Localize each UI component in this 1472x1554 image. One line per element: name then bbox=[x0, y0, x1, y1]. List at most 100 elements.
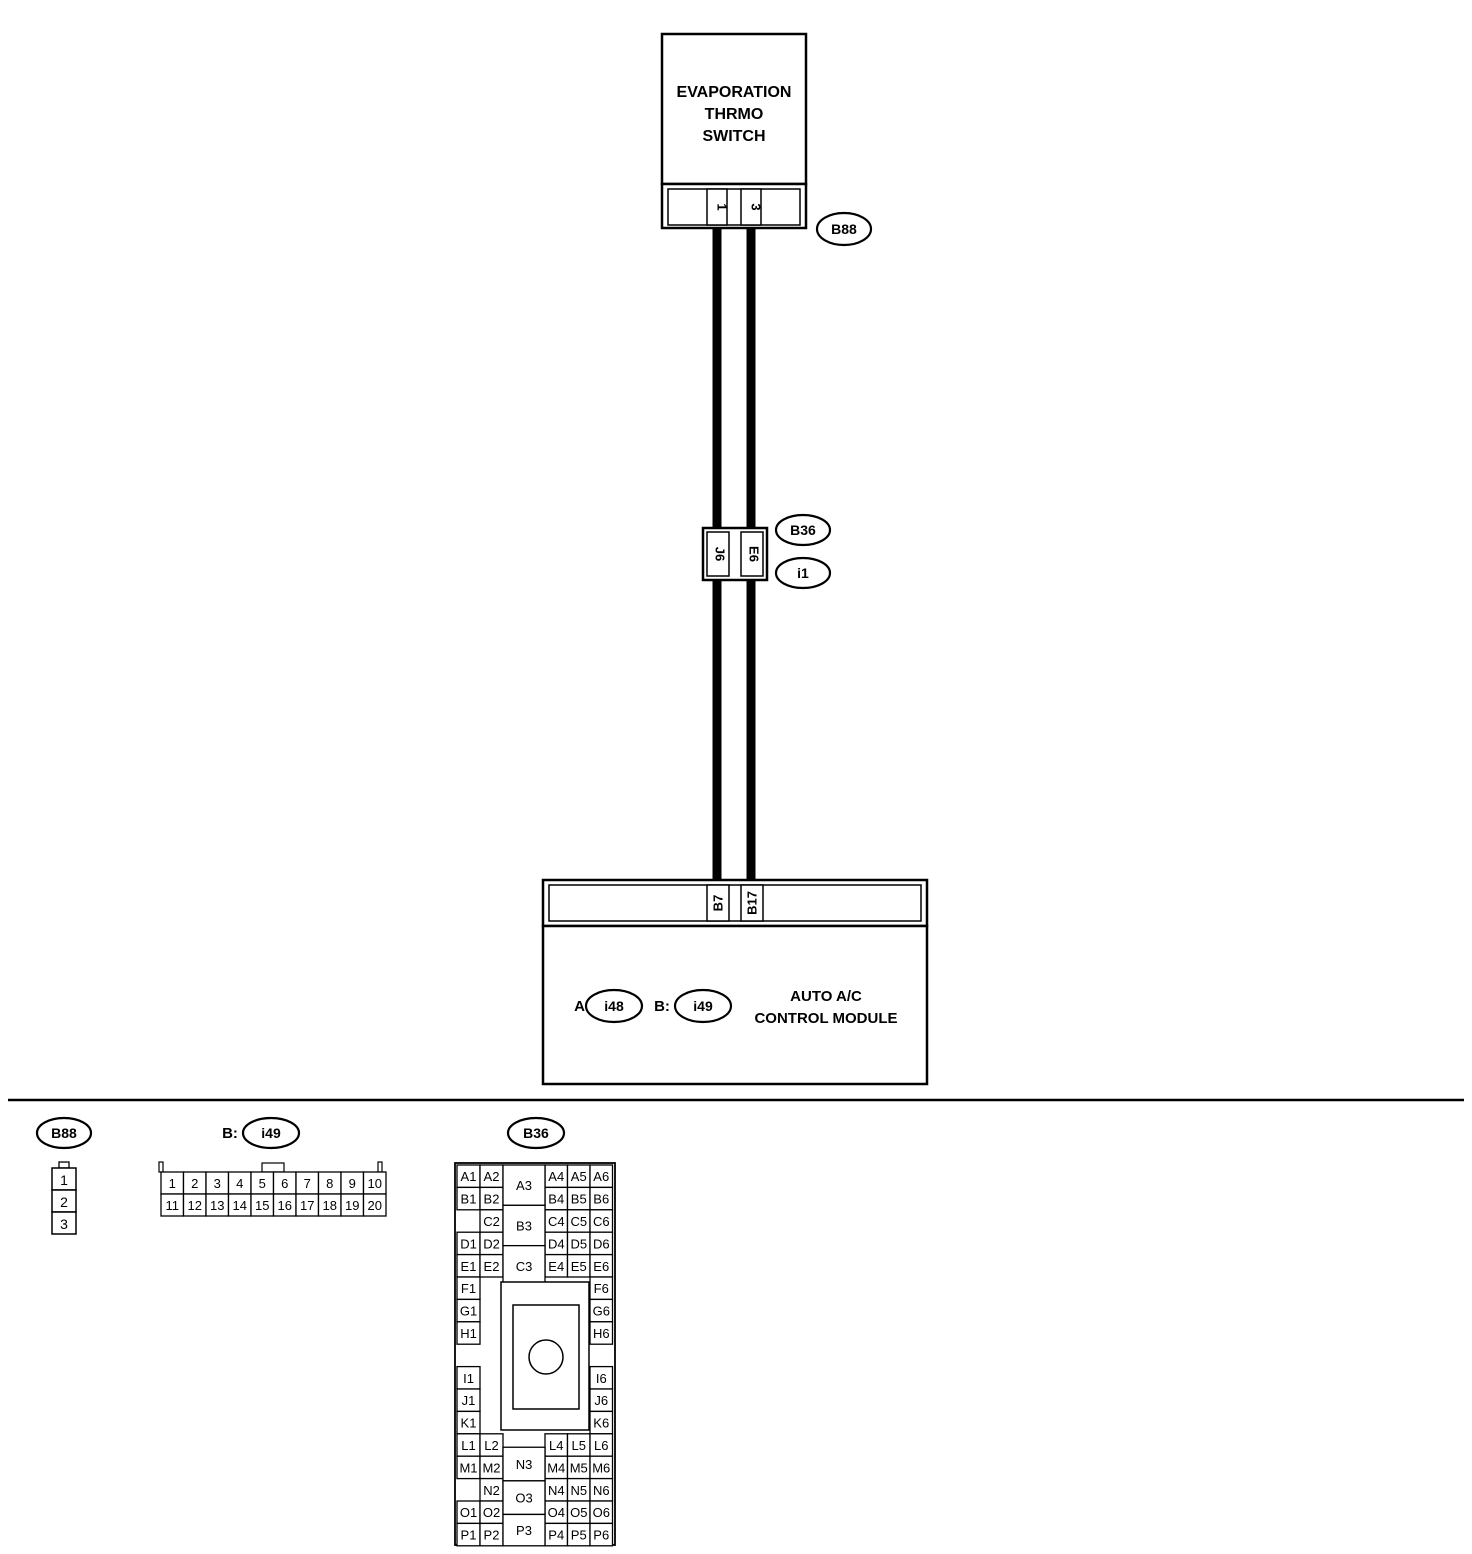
svg-text:A5: A5 bbox=[571, 1169, 587, 1184]
switch-title-line-1: EVAPORATION bbox=[677, 84, 792, 101]
svg-text:G1: G1 bbox=[460, 1304, 477, 1319]
module-connector-b-prefix: B: bbox=[654, 998, 670, 1015]
svg-text:E6: E6 bbox=[593, 1259, 609, 1274]
b36-pin-b4: B4 bbox=[544, 1186, 569, 1211]
svg-text:19: 19 bbox=[345, 1198, 359, 1213]
svg-text:20: 20 bbox=[368, 1198, 382, 1213]
i49-pin-10: 10 bbox=[362, 1171, 387, 1195]
svg-text:B:: B: bbox=[222, 1125, 238, 1142]
svg-text:A2: A2 bbox=[484, 1169, 500, 1184]
b36-pin-b5: B5 bbox=[566, 1186, 591, 1211]
b36-pin-n3: N3 bbox=[502, 1446, 546, 1482]
svg-text:D6: D6 bbox=[593, 1236, 610, 1251]
svg-text:1: 1 bbox=[60, 1172, 68, 1188]
svg-text:C5: C5 bbox=[570, 1214, 587, 1229]
svg-text:C6: C6 bbox=[593, 1214, 610, 1229]
i49-pin-19: 19 bbox=[340, 1193, 365, 1217]
i49-pin-12: 12 bbox=[182, 1193, 207, 1217]
b36-pin-p3: P3 bbox=[502, 1513, 546, 1547]
svg-text:L6: L6 bbox=[594, 1438, 608, 1453]
svg-text:11: 11 bbox=[166, 1198, 180, 1213]
svg-text:10: 10 bbox=[368, 1176, 382, 1191]
b36-pin-d5: D5 bbox=[566, 1231, 591, 1256]
b36-pin-a3: A3 bbox=[502, 1164, 546, 1206]
joint-pin-e6: E6 bbox=[747, 546, 762, 562]
b36-pin-l2: L2 bbox=[479, 1433, 504, 1457]
b36-pin-h1: H1 bbox=[456, 1321, 481, 1345]
svg-text:G6: G6 bbox=[593, 1304, 610, 1319]
b36-pin-a2: A2 bbox=[479, 1164, 504, 1189]
svg-text:9: 9 bbox=[349, 1176, 356, 1191]
module-title-line-1: AUTO A/C bbox=[790, 988, 862, 1005]
b36-pin-a1: A1 bbox=[456, 1164, 481, 1189]
b36-pin-p4: P4 bbox=[544, 1522, 569, 1547]
i49-pin-1: 1 bbox=[160, 1171, 185, 1195]
b36-pin-n4: N4 bbox=[544, 1477, 569, 1502]
b36-pin-e4: E4 bbox=[544, 1253, 569, 1278]
svg-text:O6: O6 bbox=[593, 1505, 610, 1520]
module-connector-b-badge bbox=[673, 988, 733, 1024]
svg-text:5: 5 bbox=[259, 1176, 266, 1191]
svg-text:B36: B36 bbox=[523, 1125, 549, 1141]
module-pin-b7: B7 bbox=[710, 895, 725, 912]
b36-pin-f1: F1 bbox=[456, 1276, 481, 1301]
svg-text:6: 6 bbox=[281, 1176, 288, 1191]
svg-text:12: 12 bbox=[188, 1198, 202, 1213]
svg-text:B3: B3 bbox=[516, 1218, 532, 1233]
svg-text:O5: O5 bbox=[570, 1505, 587, 1520]
svg-text:M1: M1 bbox=[459, 1460, 477, 1475]
svg-text:B4: B4 bbox=[548, 1192, 564, 1207]
i49-pin-4: 4 bbox=[227, 1171, 252, 1195]
b36-pin-e2: E2 bbox=[479, 1253, 504, 1278]
b36-pin-g1: G1 bbox=[456, 1298, 481, 1323]
b36-pin-b3: B3 bbox=[502, 1204, 546, 1247]
connector-view-b88: B88 1 2 3 bbox=[35, 1116, 93, 1235]
svg-text:P6: P6 bbox=[593, 1528, 609, 1543]
svg-text:F1: F1 bbox=[461, 1281, 476, 1296]
b36-pin-p1: P1 bbox=[456, 1522, 481, 1547]
switch-title-line-3: SWITCH bbox=[702, 128, 765, 145]
b36-pin-e5: E5 bbox=[566, 1253, 591, 1278]
b36-pin-o4: O4 bbox=[544, 1500, 569, 1525]
svg-text:15: 15 bbox=[255, 1198, 269, 1213]
b36-pin-a5: A5 bbox=[566, 1164, 591, 1189]
svg-text:F6: F6 bbox=[594, 1281, 609, 1296]
b36-pin-i6: I6 bbox=[589, 1365, 614, 1390]
b36-pin-j1: J1 bbox=[456, 1388, 481, 1413]
svg-text:J1: J1 bbox=[462, 1393, 476, 1408]
b36-pin-j6: J6 bbox=[589, 1388, 614, 1413]
module-connector-b-id: i49 bbox=[693, 998, 713, 1014]
b36-pin-e6: E6 bbox=[589, 1253, 614, 1278]
svg-text:E1: E1 bbox=[461, 1259, 477, 1274]
wire-harness bbox=[712, 228, 756, 880]
svg-text:H1: H1 bbox=[460, 1326, 477, 1341]
evaporation-thermo-switch: EVAPORATION THRMO SWITCH 1 3 bbox=[660, 32, 808, 230]
svg-text:N5: N5 bbox=[570, 1483, 587, 1498]
b36-pin-m2: M2 bbox=[479, 1455, 504, 1480]
svg-text:M5: M5 bbox=[570, 1460, 588, 1475]
b36-pin-c4: C4 bbox=[544, 1209, 569, 1233]
joint-pin-j6: J6 bbox=[713, 547, 728, 561]
svg-text:D1: D1 bbox=[460, 1236, 477, 1251]
i49-pin-16: 16 bbox=[272, 1193, 297, 1217]
i49-pin-14: 14 bbox=[227, 1193, 252, 1217]
i49-pin-7: 7 bbox=[295, 1171, 320, 1195]
i49-pin-6: 6 bbox=[272, 1171, 297, 1195]
svg-text:P3: P3 bbox=[516, 1523, 532, 1538]
svg-text:i49: i49 bbox=[261, 1125, 281, 1141]
b36-pin-p2: P2 bbox=[479, 1522, 504, 1547]
svg-text:O2: O2 bbox=[483, 1505, 500, 1520]
svg-text:B88: B88 bbox=[51, 1125, 77, 1141]
b36-pin-o6: O6 bbox=[589, 1500, 614, 1525]
b36-pin-l4: L4 bbox=[544, 1433, 569, 1457]
svg-text:B5: B5 bbox=[571, 1192, 587, 1207]
b36-pin-m5: M5 bbox=[566, 1455, 591, 1480]
i49-pin-2: 2 bbox=[182, 1171, 207, 1195]
i49-pin-18: 18 bbox=[317, 1193, 342, 1217]
b36-center-hole bbox=[528, 1339, 564, 1375]
i49-pin-3: 3 bbox=[205, 1171, 230, 1195]
svg-text:7: 7 bbox=[304, 1176, 311, 1191]
module-title-line-2: CONTROL MODULE bbox=[754, 1010, 897, 1027]
